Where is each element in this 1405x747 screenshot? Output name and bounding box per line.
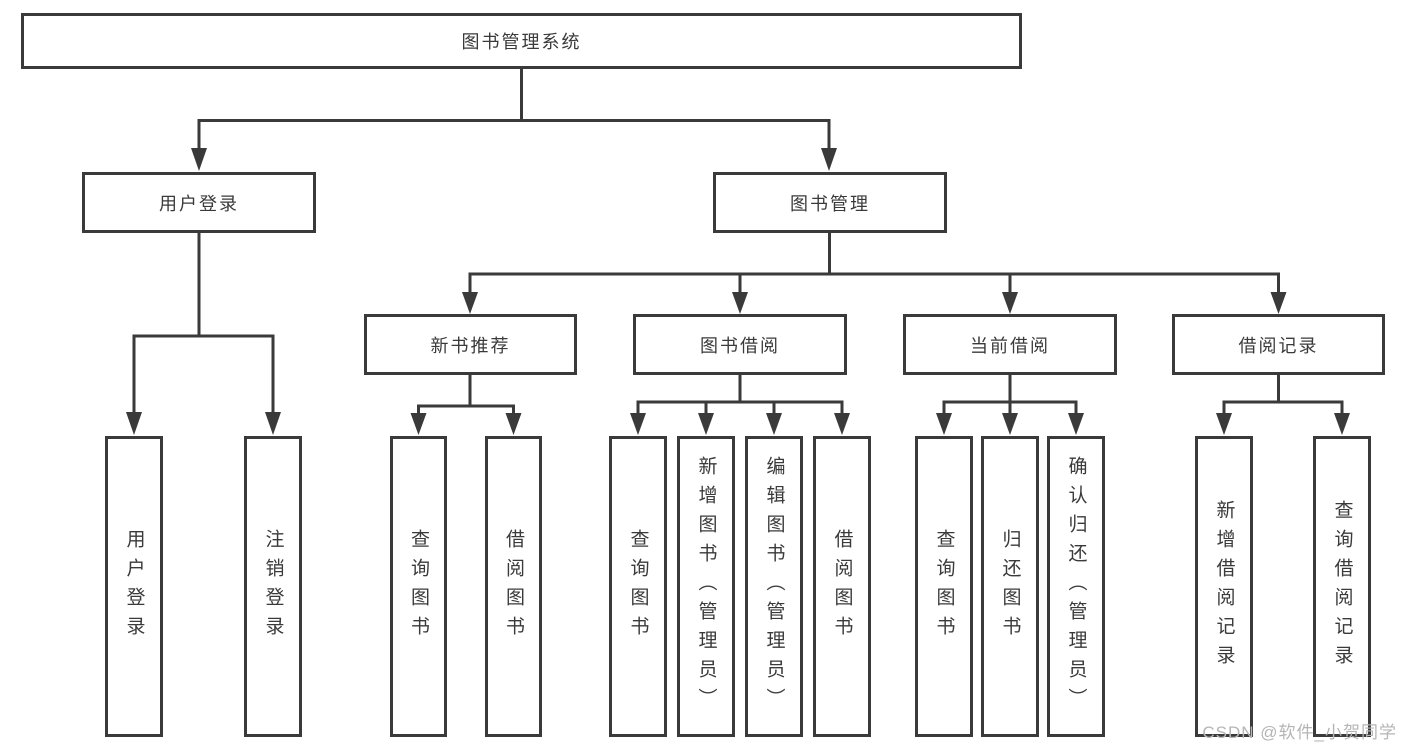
node-query-book-recommend: 查询图书 bbox=[390, 436, 447, 737]
node-query-book-borrowing: 查询图书 bbox=[609, 436, 667, 737]
node-borrow-book: 借阅图书 bbox=[813, 436, 871, 737]
node-book-borrowing-label: 图书借阅 bbox=[700, 335, 780, 356]
node-return-book: 归还图书 bbox=[981, 436, 1039, 737]
node-confirm-return-admin-label: 确认归还（管理员） bbox=[1065, 456, 1087, 717]
node-query-book-recommend-label: 查询图书 bbox=[408, 528, 429, 645]
node-borrow-book-label: 借阅图书 bbox=[831, 528, 853, 645]
node-library-system: 图书管理系统 bbox=[21, 13, 1022, 69]
node-return-book-label: 归还图书 bbox=[999, 528, 1021, 645]
node-query-book-borrowing-label: 查询图书 bbox=[627, 528, 649, 645]
node-query-borrow-record-label: 查询借阅记录 bbox=[1331, 499, 1353, 674]
node-confirm-return-admin: 确认归还（管理员） bbox=[1047, 436, 1105, 737]
node-library-system-label: 图书管理系统 bbox=[461, 32, 582, 52]
node-current-borrowing: 当前借阅 bbox=[903, 314, 1117, 375]
node-edit-book-admin-label: 编辑图书（管理员） bbox=[763, 456, 785, 717]
node-edit-book-admin: 编辑图书（管理员） bbox=[745, 436, 803, 737]
node-current-borrowing-label: 当前借阅 bbox=[970, 335, 1050, 356]
node-login-leaf-label: 用户登录 bbox=[123, 528, 145, 645]
node-user-login: 用户登录 bbox=[82, 172, 316, 233]
node-book-borrowing: 图书借阅 bbox=[633, 314, 847, 375]
node-new-book-recommendation: 新书推荐 bbox=[364, 314, 577, 375]
node-book-management-label: 图书管理 bbox=[790, 193, 870, 214]
node-borrow-book-recommend: 借阅图书 bbox=[485, 436, 542, 737]
node-user-login-label: 用户登录 bbox=[159, 193, 239, 214]
node-add-book-admin-label: 新增图书（管理员） bbox=[695, 456, 717, 717]
node-logout-leaf: 注销登录 bbox=[244, 436, 302, 737]
node-add-book-admin: 新增图书（管理员） bbox=[677, 436, 735, 737]
node-query-book-current: 查询图书 bbox=[915, 436, 973, 737]
node-query-borrow-record: 查询借阅记录 bbox=[1313, 436, 1371, 737]
node-borrow-book-recommend-label: 借阅图书 bbox=[503, 528, 524, 645]
node-login-leaf: 用户登录 bbox=[105, 436, 163, 737]
node-new-book-recommendation-label: 新书推荐 bbox=[430, 335, 511, 356]
node-query-book-current-label: 查询图书 bbox=[933, 528, 955, 645]
csdn-watermark: CSDN @软件_小贺同学 bbox=[1202, 723, 1397, 742]
node-logout-leaf-label: 注销登录 bbox=[262, 528, 284, 645]
arrowhead-icons bbox=[126, 148, 1350, 435]
node-borrowing-records: 借阅记录 bbox=[1172, 314, 1385, 375]
node-book-management: 图书管理 bbox=[713, 172, 947, 233]
node-add-borrow-record-label: 新增借阅记录 bbox=[1213, 499, 1235, 674]
node-borrowing-records-label: 借阅记录 bbox=[1238, 335, 1319, 356]
node-add-borrow-record: 新增借阅记录 bbox=[1195, 436, 1253, 737]
